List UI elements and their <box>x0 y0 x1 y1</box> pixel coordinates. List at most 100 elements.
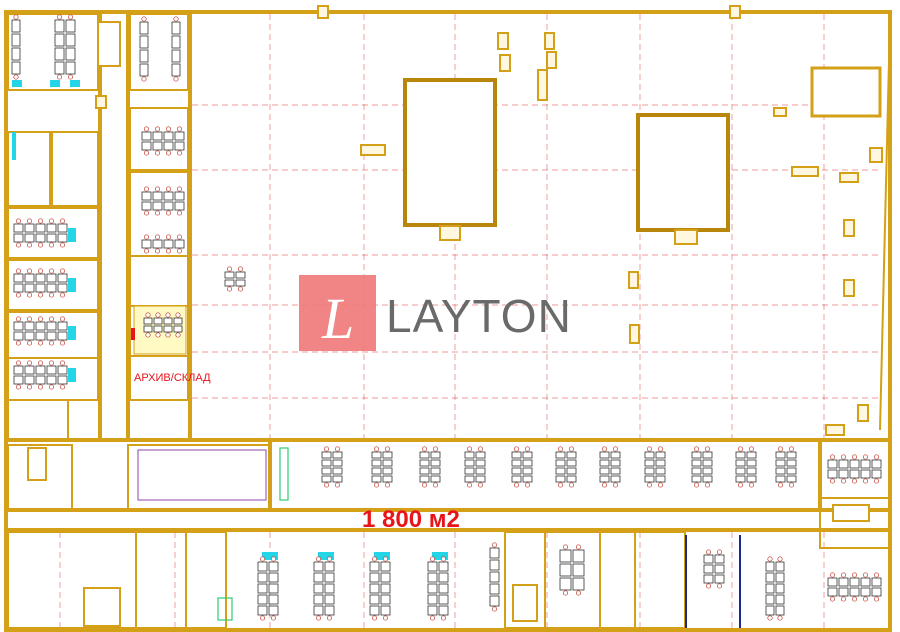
chair <box>26 316 33 322</box>
chair <box>165 234 172 240</box>
desk <box>464 459 475 467</box>
stairs <box>27 21 870 627</box>
chair <box>145 332 151 338</box>
chair <box>59 292 66 298</box>
desk <box>838 587 849 597</box>
chair <box>237 266 244 272</box>
desk <box>475 451 486 459</box>
chair <box>657 482 664 488</box>
desk <box>235 271 246 279</box>
desk <box>332 467 343 475</box>
desk <box>765 572 775 583</box>
desk <box>382 459 393 467</box>
desk <box>143 317 153 325</box>
desk <box>511 459 522 467</box>
chair <box>48 268 55 274</box>
chair <box>13 14 19 20</box>
chair <box>748 446 755 452</box>
chair <box>165 332 171 338</box>
desk <box>746 459 757 467</box>
chair <box>143 126 150 132</box>
chair <box>143 248 150 254</box>
desk <box>610 467 621 475</box>
desk <box>827 577 838 587</box>
chair <box>693 482 700 488</box>
chair <box>373 446 380 452</box>
chair <box>143 210 150 216</box>
desk <box>382 475 393 483</box>
chair <box>513 482 520 488</box>
desk <box>786 475 797 483</box>
desk <box>735 475 746 483</box>
desk <box>24 375 35 385</box>
chair <box>334 482 341 488</box>
desk <box>489 583 500 595</box>
outer-walls <box>4 10 892 632</box>
chair <box>154 186 161 192</box>
desk <box>765 605 775 616</box>
chair <box>143 234 150 240</box>
desk <box>174 191 185 201</box>
desk <box>57 375 68 385</box>
desk <box>371 467 382 475</box>
desk <box>371 459 382 467</box>
desk <box>324 594 335 605</box>
chair <box>154 234 161 240</box>
workstations <box>11 14 882 621</box>
desk <box>702 459 713 467</box>
desk <box>489 571 500 583</box>
desk <box>555 451 566 459</box>
desk <box>765 583 775 594</box>
desk <box>171 49 181 63</box>
chair <box>788 482 795 488</box>
chair <box>26 340 33 346</box>
desk <box>380 572 391 583</box>
desk <box>464 451 475 459</box>
chair <box>15 292 22 298</box>
desk <box>257 594 268 605</box>
desk <box>511 475 522 483</box>
desk <box>827 587 838 597</box>
chair <box>56 14 63 20</box>
desk <box>849 459 860 469</box>
desk <box>139 35 149 49</box>
desk <box>714 564 725 574</box>
desk <box>174 141 185 151</box>
desk <box>313 561 324 572</box>
chair <box>429 556 436 562</box>
desk <box>224 271 235 279</box>
desk <box>173 317 183 325</box>
desk <box>24 283 35 293</box>
chair <box>777 615 783 621</box>
chair <box>491 606 498 612</box>
chair <box>165 210 172 216</box>
chair <box>48 242 55 248</box>
chair <box>48 292 55 298</box>
desk <box>35 375 46 385</box>
desk <box>838 577 849 587</box>
chair <box>777 556 783 562</box>
desk <box>511 467 522 475</box>
desk <box>174 201 185 211</box>
desk <box>46 273 57 283</box>
desk <box>332 475 343 483</box>
desk <box>24 223 35 233</box>
desk <box>57 233 68 243</box>
desk <box>849 469 860 479</box>
desk <box>268 605 279 616</box>
chair <box>601 446 608 452</box>
chair <box>270 615 277 621</box>
desk <box>24 273 35 283</box>
desk <box>371 475 382 483</box>
desk <box>268 583 279 594</box>
chair <box>612 482 619 488</box>
chair <box>145 312 151 318</box>
desk <box>153 325 163 333</box>
desk <box>559 563 572 577</box>
desk <box>438 561 449 572</box>
desk <box>46 365 57 375</box>
desk <box>152 201 163 211</box>
desk <box>430 467 441 475</box>
desk <box>24 233 35 243</box>
